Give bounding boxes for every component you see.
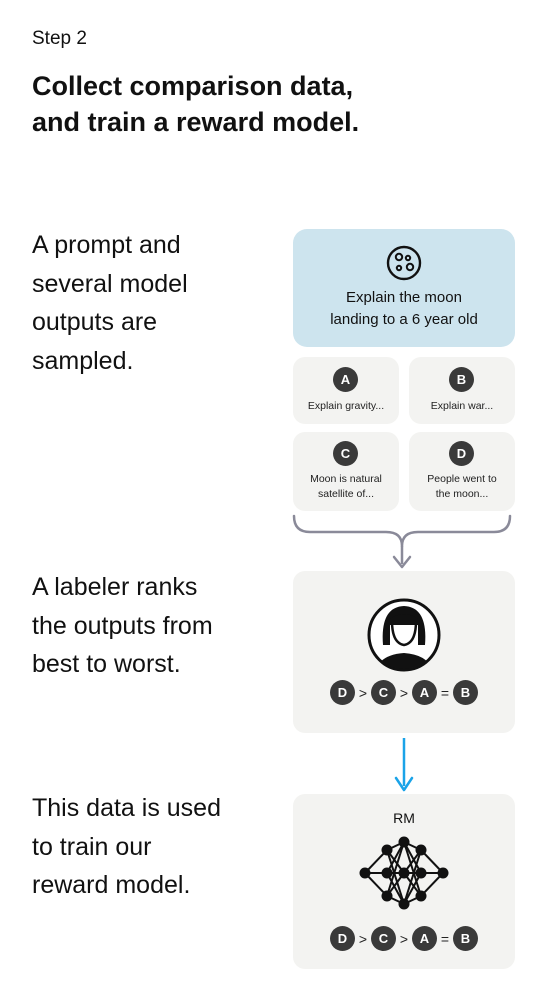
sample-description-line: outputs are: [32, 308, 158, 336]
title-line-2: and train a reward model.: [32, 107, 360, 137]
output-text-c: Moon is natural satellite of...: [293, 472, 399, 502]
rank-operator: >: [358, 930, 368, 947]
rank-operator: >: [358, 684, 368, 701]
page-title: Collect comparison data, and train a rew…: [32, 68, 472, 140]
output-text-d: People went to the moon...: [409, 472, 515, 502]
output-b-line-1: Explain war...: [430, 400, 494, 412]
moon-icon: [386, 245, 422, 281]
rank-badge: D: [330, 926, 355, 951]
labeler-ranking: D > C > A = B: [293, 680, 515, 705]
rank-badge: C: [371, 926, 396, 951]
step-label: Step 2: [32, 28, 87, 49]
output-card-a: A Explain gravity...: [293, 357, 399, 424]
output-badge-d: D: [449, 441, 474, 466]
bracket-connector: [292, 514, 512, 569]
train-description-line: reward model.: [32, 871, 191, 899]
train-description-line: to train our: [32, 832, 152, 861]
output-card-b: B Explain war...: [409, 357, 515, 424]
reward-model-card: RM D > C > A = B: [293, 794, 515, 969]
labeler-avatar-icon: [367, 598, 441, 672]
output-d-line-2: the moon...: [435, 488, 489, 500]
output-badge-c: C: [333, 441, 358, 466]
train-description-line: This data is used: [32, 794, 221, 822]
prompt-card: Explain the moon landing to a 6 year old: [293, 229, 515, 347]
rm-ranking: D > C > A = B: [293, 926, 515, 951]
rank-badge: B: [453, 926, 478, 951]
train-description: This data is used to train our reward mo…: [32, 789, 272, 905]
rank-operator: =: [440, 684, 450, 701]
rank-description-line: the outputs from: [32, 611, 213, 640]
output-card-c: C Moon is natural satellite of...: [293, 432, 399, 511]
rank-badge: B: [453, 680, 478, 705]
sample-description-line: A prompt and: [32, 231, 181, 259]
output-c-line-2: satellite of...: [317, 488, 375, 500]
output-badge-b: B: [449, 367, 474, 392]
output-a-line-1: Explain gravity...: [307, 400, 385, 412]
neural-network-icon: [359, 836, 449, 910]
sample-description-line: several model: [32, 269, 188, 298]
rank-badge: A: [412, 926, 437, 951]
title-line-1: Collect comparison data,: [32, 71, 354, 101]
prompt-line-1: Explain the moon: [346, 289, 462, 306]
rm-label: RM: [393, 810, 415, 826]
labeler-card: D > C > A = B: [293, 571, 515, 733]
rank-operator: >: [399, 684, 409, 701]
prompt-line-2: landing to a 6 year old: [330, 311, 478, 328]
rank-description: A labeler ranks the outputs from best to…: [32, 568, 272, 684]
output-badge-a: A: [333, 367, 358, 392]
rank-badge: A: [412, 680, 437, 705]
output-text-a: Explain gravity...: [293, 399, 399, 414]
blue-arrow-icon: [394, 738, 414, 792]
prompt-text: Explain the moon landing to a 6 year old: [293, 287, 515, 331]
rank-description-line: A labeler ranks: [32, 573, 198, 601]
sample-description-line: sampled.: [32, 346, 134, 375]
rank-badge: D: [330, 680, 355, 705]
arrow-down-icon: [392, 555, 412, 569]
output-c-line-1: Moon is natural: [310, 473, 382, 485]
rank-operator: =: [440, 930, 450, 947]
output-text-b: Explain war...: [409, 399, 515, 414]
rank-description-line: best to worst.: [32, 650, 181, 678]
output-card-d: D People went to the moon...: [409, 432, 515, 511]
rank-operator: >: [399, 930, 409, 947]
sample-description: A prompt and several model outputs are s…: [32, 226, 272, 380]
rank-badge: C: [371, 680, 396, 705]
output-d-line-1: People went to: [427, 473, 497, 485]
